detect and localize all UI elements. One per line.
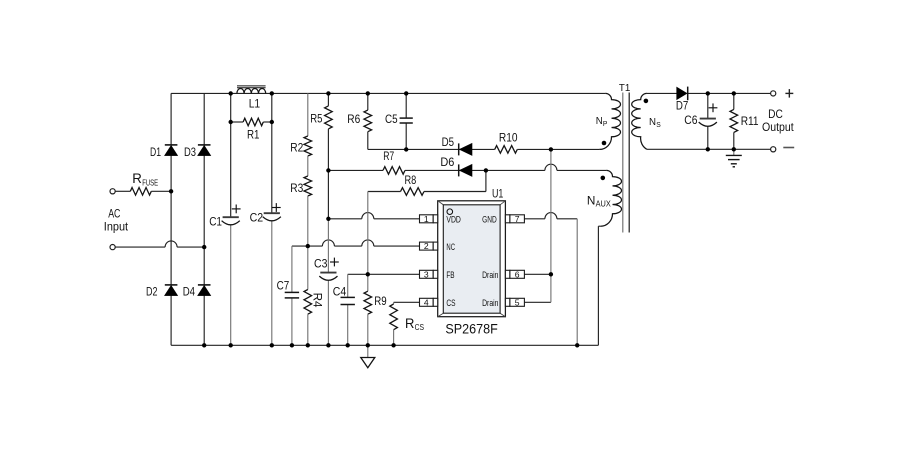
svg-text:3: 3 <box>424 269 429 279</box>
svg-text:Drain: Drain <box>482 270 498 280</box>
svg-text:R: R <box>405 316 415 331</box>
svg-text:R3: R3 <box>290 182 303 195</box>
svg-text:R8: R8 <box>405 174 417 187</box>
svg-text:4: 4 <box>424 297 429 307</box>
svg-text:P: P <box>603 121 608 128</box>
svg-text:AUX: AUX <box>596 200 612 209</box>
svg-text:S: S <box>656 122 661 129</box>
svg-text:T1: T1 <box>619 82 631 94</box>
svg-text:1: 1 <box>424 214 429 224</box>
svg-text:D6: D6 <box>440 156 454 169</box>
svg-text:7: 7 <box>515 214 520 224</box>
svg-text:C4: C4 <box>333 286 347 299</box>
svg-text:FB: FB <box>446 270 454 280</box>
svg-text:6: 6 <box>515 269 520 279</box>
svg-text:R5: R5 <box>310 113 323 126</box>
svg-text:Input: Input <box>104 220 129 233</box>
svg-text:VDD: VDD <box>446 214 461 224</box>
svg-text:C7: C7 <box>277 280 290 293</box>
svg-text:D7: D7 <box>676 99 688 112</box>
svg-text:R4: R4 <box>310 293 323 308</box>
svg-text:R1: R1 <box>247 129 260 142</box>
svg-text:D1: D1 <box>150 146 161 159</box>
svg-text:SP2678F: SP2678F <box>445 321 498 337</box>
svg-text:NC: NC <box>446 242 455 252</box>
svg-text:GND: GND <box>482 214 497 224</box>
svg-text:2: 2 <box>424 241 429 251</box>
svg-text:N: N <box>596 116 603 127</box>
svg-text:C1: C1 <box>209 215 222 228</box>
svg-text:R11: R11 <box>741 115 759 128</box>
svg-text:D4: D4 <box>183 286 196 299</box>
svg-text:DC: DC <box>768 108 783 121</box>
svg-text:Output: Output <box>762 121 794 134</box>
svg-text:AC: AC <box>108 207 120 220</box>
svg-text:N: N <box>649 117 656 128</box>
svg-text:R: R <box>132 171 142 186</box>
svg-text:FUSE: FUSE <box>142 178 158 187</box>
svg-text:R2: R2 <box>290 142 303 155</box>
svg-text:C5: C5 <box>385 113 398 126</box>
svg-text:R9: R9 <box>374 295 386 308</box>
svg-text:C3: C3 <box>314 257 327 270</box>
svg-text:CS: CS <box>446 298 455 308</box>
svg-text:L1: L1 <box>249 98 261 111</box>
svg-text:R6: R6 <box>347 113 360 126</box>
svg-text:N: N <box>587 194 596 208</box>
svg-text:U1: U1 <box>492 186 504 200</box>
svg-text:D3: D3 <box>184 146 196 159</box>
svg-text:R10: R10 <box>499 132 518 145</box>
svg-text:C6: C6 <box>684 114 697 127</box>
svg-text:R7: R7 <box>383 150 394 163</box>
svg-text:5: 5 <box>515 297 520 307</box>
svg-text:C2: C2 <box>250 212 264 225</box>
svg-text:D2: D2 <box>146 286 158 299</box>
svg-text:CS: CS <box>415 323 425 332</box>
svg-text:D5: D5 <box>442 136 455 149</box>
svg-text:Drain: Drain <box>482 298 498 308</box>
